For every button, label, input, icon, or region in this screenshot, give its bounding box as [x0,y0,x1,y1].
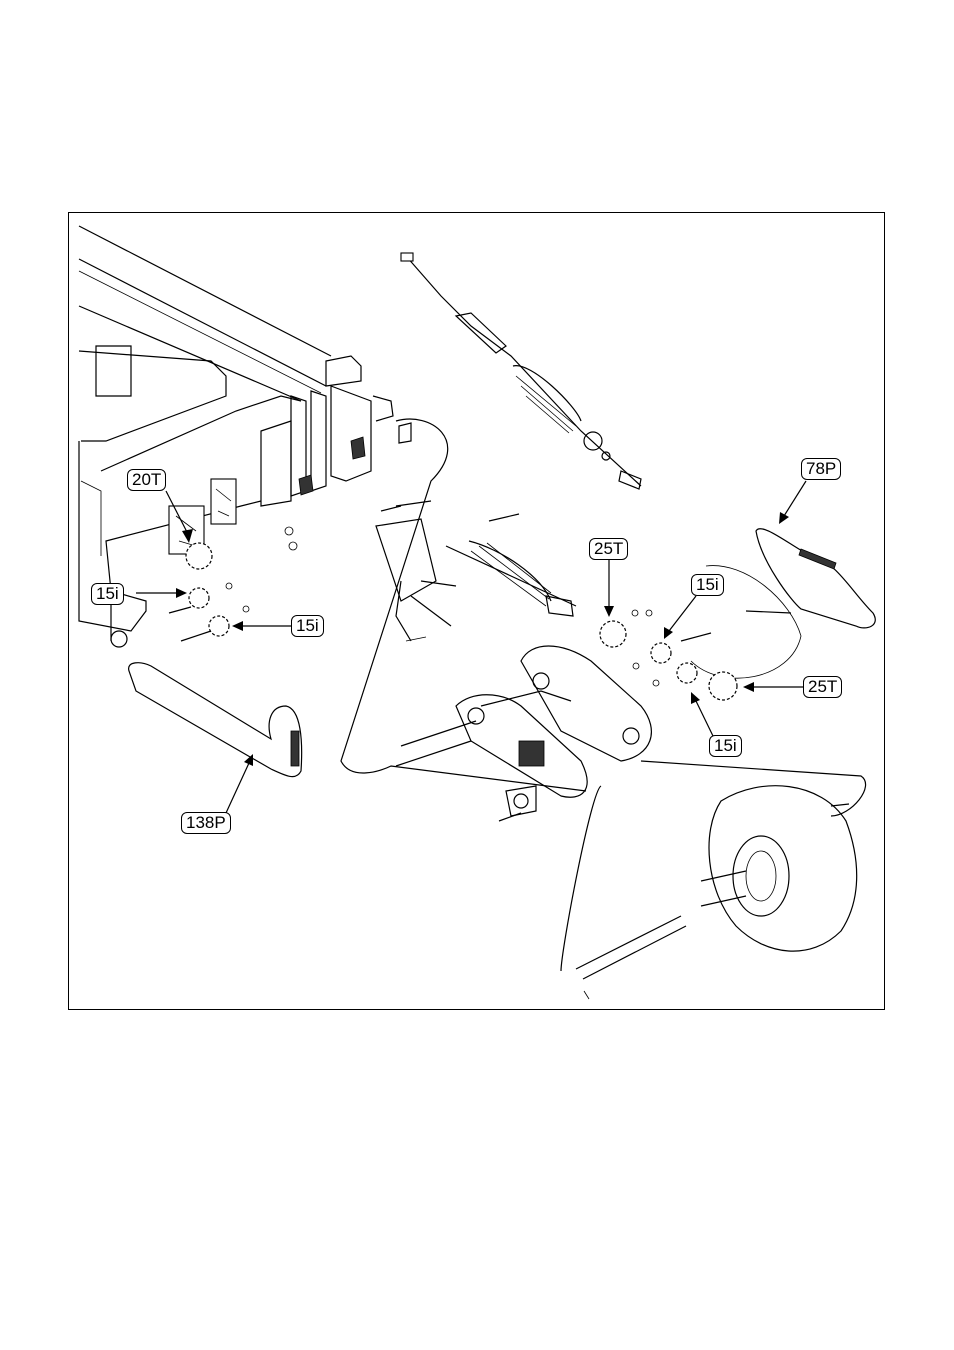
callout-arrows [136,481,806,813]
exploded-parts-drawing [69,213,886,1011]
callout-20T: 20T [127,469,166,491]
bearing-lower [506,786,536,816]
fasteners [169,506,849,821]
callout-15i-left-upper: 15i [91,583,124,605]
actuator [376,501,451,641]
callout-15i-left-lower: 15i [291,615,324,637]
chain-loops [341,419,866,971]
callout-25T-upper: 25T [589,538,628,560]
spring-assembly-lower [446,514,576,616]
callout-25T-lower: 25T [803,676,842,698]
callout-15i-right-lower: 15i [709,735,742,757]
chassis-frame [79,226,411,647]
spring-assembly-upper [401,253,641,489]
callout-138P: 138P [181,812,231,834]
wheel [576,786,857,999]
diagram-frame: 20T 15i 15i 25T 15i 25T 15i 78P 138P [68,212,885,1010]
chain-138P [129,663,302,777]
drive-plates [396,646,651,797]
chain-78P [756,529,875,628]
callout-78P: 78P [801,458,841,480]
callout-15i-right-upper: 15i [691,574,724,596]
sprockets [186,543,737,700]
